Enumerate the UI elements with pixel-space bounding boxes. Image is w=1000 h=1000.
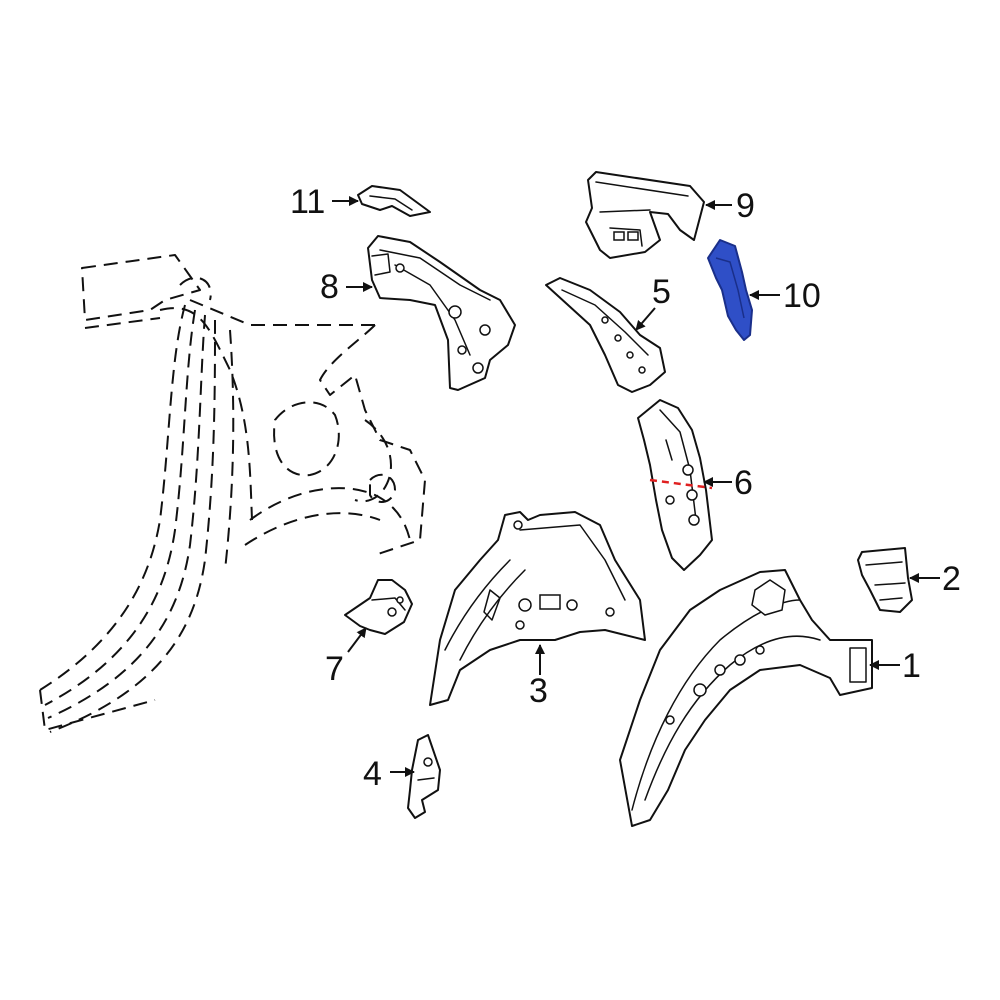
part-5[interactable]	[545, 277, 666, 393]
leader-7	[347, 627, 367, 653]
callout-5: 5	[652, 273, 671, 311]
callout-9: 9	[736, 187, 755, 225]
part-2[interactable]	[857, 547, 913, 613]
callout-7: 7	[325, 650, 344, 688]
ghost-quarter-panel	[39, 254, 426, 733]
part-9[interactable]	[585, 171, 705, 259]
callout-11: 11	[290, 183, 325, 221]
part-4[interactable]	[407, 734, 441, 819]
callout-6: 6	[734, 464, 753, 502]
callout-8: 8	[320, 268, 339, 306]
callout-3: 3	[529, 672, 548, 710]
callout-4: 4	[363, 755, 382, 793]
callout-1: 1	[902, 647, 921, 685]
part-3[interactable]	[429, 511, 646, 706]
part-10-highlighted[interactable]	[707, 239, 753, 341]
part-6[interactable]	[637, 399, 713, 571]
cut-line	[649, 478, 713, 490]
part-7[interactable]	[344, 579, 413, 635]
part-1[interactable]	[619, 569, 873, 827]
callout-2: 2	[942, 560, 961, 598]
callout-10: 10	[783, 277, 821, 315]
leader-5	[635, 307, 656, 331]
part-8[interactable]	[367, 235, 516, 391]
part-11[interactable]	[357, 185, 431, 217]
